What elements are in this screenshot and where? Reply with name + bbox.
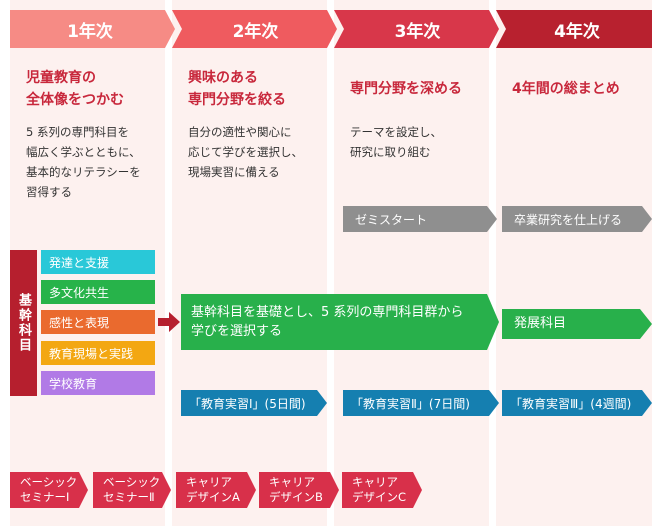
career-design-b: キャリア デザインB (259, 472, 339, 508)
year-header-chevrons (10, 10, 652, 48)
year1-desc-line: 5 系列の専門科目を (26, 125, 129, 139)
column-bg-year2 (172, 0, 327, 526)
year4-goal-line1: 4年間の総まとめ (512, 81, 620, 97)
advanced-subjects-label: 発展科目 (514, 316, 567, 331)
subject-sensitivity-expression: 感性と表現 (41, 310, 155, 334)
year3-desc-line: 研究に取り組む (350, 145, 431, 159)
seminar-basic-1-line1: ベーシック (20, 475, 78, 489)
seminar-basic-2-line2: セミナーⅡ (103, 490, 155, 504)
year3-description: テーマを設定し、 研究に取り組む (350, 122, 442, 162)
year2-desc-line: 自分の適性や関心に (188, 125, 292, 139)
seminar-basic-2-line1: ベーシック (103, 475, 161, 489)
year3-goal: 専門分野を深める (350, 78, 462, 100)
career-design-a-line2: デザインA (186, 490, 240, 504)
career-design-b-line2: デザインB (269, 490, 323, 504)
career-design-a: キャリア デザインA (176, 472, 256, 508)
year4-header: 4年次 (554, 21, 600, 42)
graduation-thesis-arrow: 卒業研究を仕上げる (502, 206, 652, 232)
year4-goal: 4年間の総まとめ (512, 78, 620, 100)
connector-arrow-icon (158, 312, 180, 332)
practicum-2-arrow: 「教育実習Ⅱ」(7日間) (343, 390, 499, 416)
career-design-c: キャリア デザインC (342, 472, 422, 508)
year1-goal-line1: 児童教育の (26, 70, 96, 86)
core-subjects-label: 基幹科目 (10, 250, 37, 396)
year2-description: 自分の適性や関心に 応じて学びを選択し、 現場実習に備える (188, 122, 303, 182)
core-to-specialized-arrow: 基幹科目を基礎とし、5 系列の専門科目群から 学びを選択する (181, 294, 499, 350)
subject-development-support: 発達と支援 (41, 250, 155, 274)
year4-chevron-shape (496, 10, 652, 48)
year2-chevron-shape (172, 10, 337, 48)
column-bg-year3 (334, 0, 489, 526)
seminar-basic-2: ベーシック セミナーⅡ (93, 472, 171, 508)
seminar-start-arrow: ゼミスタート (343, 206, 497, 232)
year1-desc-line: 基本的なリテラシーを (26, 165, 141, 179)
year2-header: 2年次 (232, 21, 279, 42)
year2-desc-line: 現場実習に備える (188, 165, 280, 179)
year2-goal-line2: 専門分野を絞る (188, 92, 286, 108)
year1-description: 5 系列の専門科目を 幅広く学ぶとともに、 基本的なリテラシーを 習得する (26, 122, 141, 202)
year3-goal-line1: 専門分野を深める (350, 81, 462, 97)
year1-desc-line: 習得する (26, 185, 72, 199)
column-bg-year4 (496, 0, 652, 526)
career-design-a-line1: キャリア (186, 475, 232, 489)
year3-desc-line: テーマを設定し、 (350, 125, 442, 139)
seminar-basic-1-line2: セミナーⅠ (20, 490, 70, 504)
year3-header: 3年次 (394, 21, 441, 42)
year1-goal-line2: 全体像をつかむ (26, 92, 124, 108)
subject-multicultural: 多文化共生 (41, 280, 155, 304)
seminar-basic-1: ベーシック セミナーⅠ (10, 472, 88, 508)
year3-chevron-shape (334, 10, 499, 48)
subject-school-education: 学校教育 (41, 371, 155, 395)
year1-goal: 児童教育の 全体像をつかむ (26, 67, 124, 111)
practicum-3-arrow: 「教育実習Ⅲ」(4週間) (502, 390, 652, 416)
practicum-1-arrow: 「教育実習Ⅰ」(5日間) (181, 390, 327, 416)
year1-chevron-shape (10, 10, 175, 48)
advanced-subjects-arrow: 発展科目 (502, 309, 652, 339)
year2-desc-line: 応じて学びを選択し、 (188, 145, 303, 159)
year1-desc-line: 幅広く学ぶとともに、 (26, 145, 141, 159)
year1-header: 1年次 (67, 21, 113, 42)
year2-goal: 興味のある 専門分野を絞る (188, 67, 286, 111)
subject-education-practice: 教育現場と実践 (41, 341, 155, 365)
career-design-b-line1: キャリア (269, 475, 315, 489)
core-arrow-line1: 基幹科目を基礎とし、5 系列の専門科目群から (191, 305, 464, 320)
core-arrow-line2: 学びを選択する (191, 324, 283, 339)
career-design-c-line2: デザインC (352, 490, 407, 504)
year2-goal-line1: 興味のある (188, 70, 258, 86)
career-design-c-line1: キャリア (352, 475, 398, 489)
